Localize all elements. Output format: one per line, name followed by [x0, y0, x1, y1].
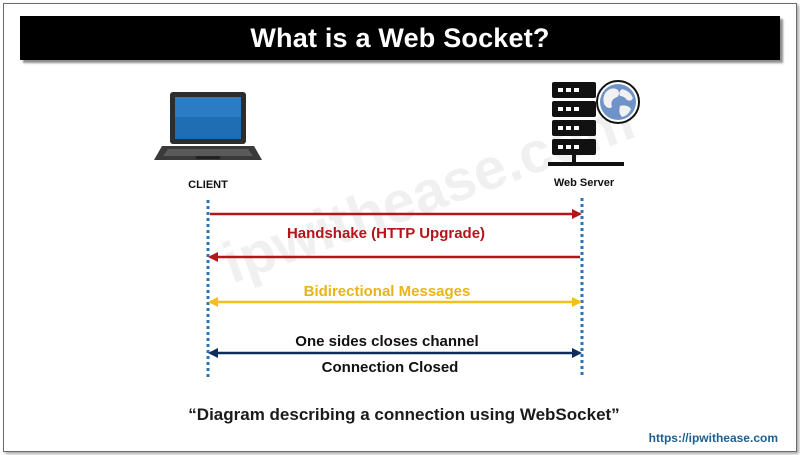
server-label: Web Server — [554, 177, 615, 189]
laptop-icon — [154, 92, 262, 160]
client-label: CLIENT — [188, 179, 228, 191]
title-bar: What is a Web Socket? — [20, 16, 780, 60]
bidirectional-label: Bidirectional Messages — [304, 283, 471, 300]
diagram-caption: “Diagram describing a connection using W… — [188, 405, 620, 424]
sequence-diagram: CLIENT Web Server Handshake (HTTP Upgrad… — [154, 80, 640, 378]
handshake-label: Handshake (HTTP Upgrade) — [287, 225, 485, 242]
server-globe-icon — [548, 80, 640, 166]
website-link[interactable]: https://ipwithease.com — [648, 431, 778, 445]
close-channel-label: One sides closes channel — [295, 333, 478, 350]
page-title: What is a Web Socket? — [250, 22, 550, 53]
connection-closed-label: Connection Closed — [322, 359, 459, 376]
diagram-frame: ipwithease.com What is a Web Socket? — [3, 3, 797, 452]
